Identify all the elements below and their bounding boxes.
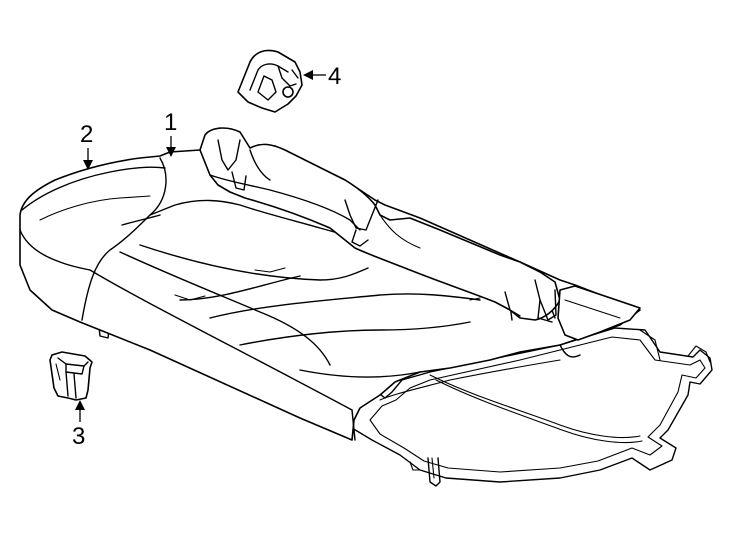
seat-rear-panel [557, 285, 641, 341]
clip-fastener-part [49, 351, 93, 401]
callout-1: 1 [164, 109, 177, 157]
callout-1-arrowhead [166, 147, 176, 157]
seat-rear-roll [199, 127, 561, 323]
callout-4: 4 [303, 63, 341, 90]
callout-4-arrowhead [303, 70, 313, 80]
callout-3-label: 3 [72, 423, 85, 450]
callout-4-label: 4 [328, 63, 341, 90]
callout-1-label: 1 [164, 109, 177, 136]
callout-3-arrowhead [75, 400, 85, 410]
callout-2-label: 2 [80, 121, 93, 148]
latch-bracket-part [237, 49, 303, 113]
callout-2-arrowhead [83, 160, 93, 170]
callout-3: 3 [72, 400, 85, 450]
callout-2: 2 [80, 121, 93, 170]
